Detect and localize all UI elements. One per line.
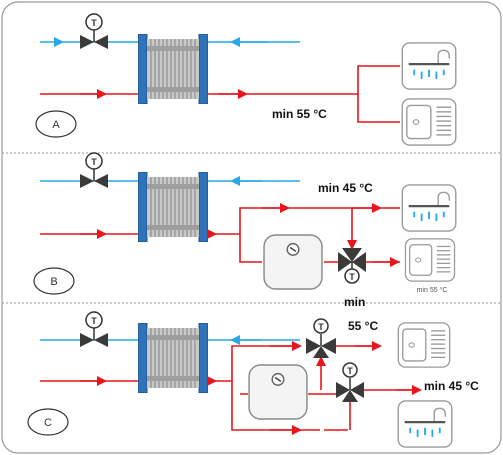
storage-tank-icon xyxy=(248,364,308,420)
temp-label-c-45: min 45 °C xyxy=(424,379,479,393)
thermostatic-valve-icon: T xyxy=(80,13,108,49)
three-way-mixing-valve-icon: T xyxy=(306,318,336,358)
sink-icon xyxy=(401,98,457,146)
section-a-badge: A xyxy=(35,110,77,138)
svg-text:T: T xyxy=(91,157,97,167)
section-c: T T T min 55 °C min 45 °C C xyxy=(27,295,479,448)
svg-text:T: T xyxy=(349,272,355,282)
svg-text:T: T xyxy=(91,316,97,326)
sink-icon xyxy=(404,238,456,282)
plate-heat-exchanger-icon xyxy=(138,172,208,242)
three-way-mixing-valve-icon: T xyxy=(338,248,366,284)
section-b-badge: B xyxy=(33,267,75,295)
hot-riser-b xyxy=(239,207,400,234)
hot-branch-a xyxy=(357,65,400,123)
section-a: T min 55 °C A xyxy=(35,13,457,146)
shower-icon xyxy=(397,400,453,448)
svg-text:B: B xyxy=(50,276,57,288)
temp-label-c-min: min xyxy=(344,295,365,309)
three-way-mixing-valve-icon: T xyxy=(336,362,364,402)
thermostatic-valve-icon: T xyxy=(80,152,108,188)
svg-text:A: A xyxy=(52,119,60,131)
sink-caption-b: min 55 °C xyxy=(417,286,448,294)
plate-heat-exchanger-icon xyxy=(138,323,208,393)
thermostatic-valve-icon: T xyxy=(80,311,108,347)
temp-label-a: min 55 °C xyxy=(272,107,327,121)
shower-icon xyxy=(401,184,457,232)
svg-text:T: T xyxy=(91,18,97,28)
svg-text:T: T xyxy=(318,322,324,332)
storage-tank-icon xyxy=(263,234,323,290)
shower-icon xyxy=(401,42,457,90)
svg-text:T: T xyxy=(347,366,353,376)
section-b: T T min 55 °C min 45 °C B xyxy=(33,152,457,295)
svg-text:C: C xyxy=(44,417,52,429)
temp-label-b: min 45 °C xyxy=(318,181,373,195)
plate-heat-exchanger-icon xyxy=(138,34,208,104)
section-c-badge: C xyxy=(27,408,69,436)
temp-label-c-55: 55 °C xyxy=(348,319,378,333)
sink-icon xyxy=(397,322,451,368)
